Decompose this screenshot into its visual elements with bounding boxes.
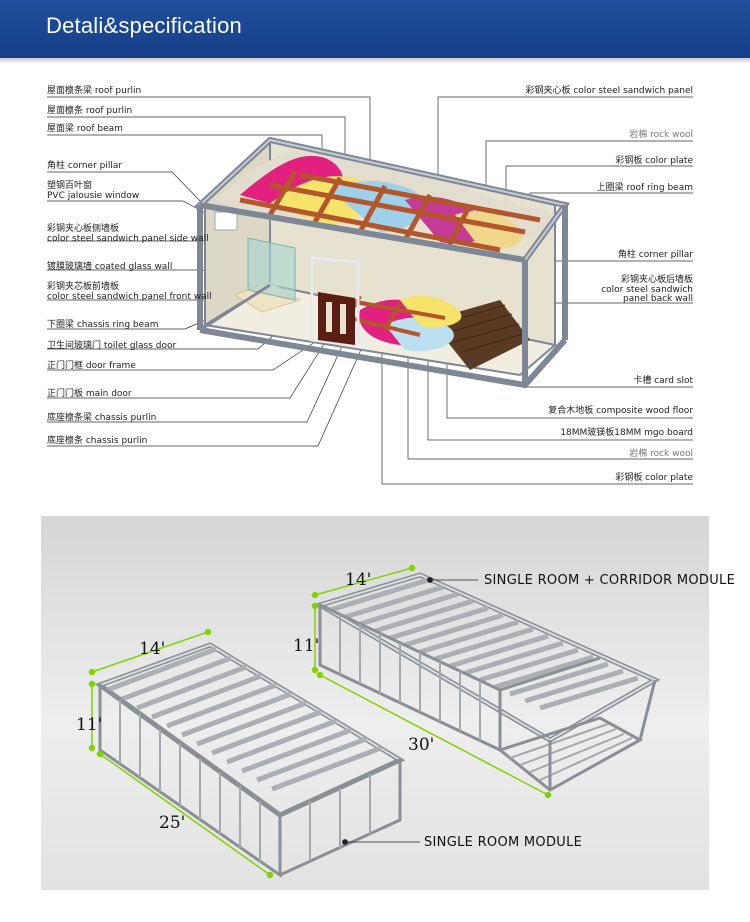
label-back-wall-2: panel back wall xyxy=(623,294,693,304)
label-chassis-ring-beam: 下圈梁 chassis ring beam xyxy=(47,320,159,330)
label-side-wall-cn: 彩钢夹心板侧墙板 xyxy=(47,224,120,234)
banner-shadow xyxy=(0,58,750,64)
label-composite-wood-floor: 复合木地板 composite wood floor xyxy=(548,406,693,416)
label-mgo-board: 18MM玻镁板18MM mgo board xyxy=(560,428,693,438)
label-jalousie-window-cn: 塑钢百叶窗 xyxy=(47,181,93,191)
container-body xyxy=(193,136,571,389)
label-toilet-glass-door: 卫生间玻璃门 toilet glass door xyxy=(47,341,177,351)
right-length-dimension: 30' xyxy=(408,735,435,755)
single-room-module-label: SINGLE ROOM MODULE xyxy=(424,835,583,850)
label-sandwich-panel: 彩钢夹心板 color steel sandwich panel xyxy=(525,86,693,96)
label-back-wall-cn: 彩钢夹心板后墙板 xyxy=(620,275,693,285)
label-front-wall: color steel sandwich panel front wall xyxy=(47,292,212,302)
left-height-dimension: 11' xyxy=(76,715,103,735)
label-front-wall-cn: 彩钢夹芯板前墙板 xyxy=(47,282,120,292)
left-width-dimension: 14' xyxy=(139,639,166,659)
label-rock-wool-top: 岩棉 rock wool xyxy=(629,130,693,140)
page-title: Detali&specification xyxy=(46,13,242,38)
header-banner: Detali&specification xyxy=(0,0,750,58)
label-corner-pillar-left: 角柱 corner pillar xyxy=(47,161,123,171)
label-coated-glass-wall: 镀膜玻璃墙 coated glass wall xyxy=(47,262,173,272)
label-color-plate-top: 彩钢板 color plate xyxy=(615,156,693,166)
label-roof-ring-beam: 上圈梁 roof ring beam xyxy=(596,183,693,193)
container-diagram xyxy=(47,96,693,485)
label-color-plate-bottom: 彩钢板 color plate xyxy=(615,473,693,483)
single-room-frame xyxy=(88,628,420,879)
label-chassis-purlin: 底座檩条 chassis purlin xyxy=(47,436,148,446)
label-roof-purlin-beam: 屋面檩条梁 roof purlin xyxy=(47,86,142,96)
label-back-wall-1: color steel sandwich xyxy=(601,285,693,295)
label-door-frame: 正门门框 door frame xyxy=(47,361,136,371)
label-jalousie-window: PVC jalousie window xyxy=(47,191,140,201)
corridor-module-label: SINGLE ROOM + CORRIDOR MODULE xyxy=(484,573,736,588)
right-height-dimension: 11' xyxy=(293,636,320,656)
label-main-door: 正门门板 main door xyxy=(47,389,132,399)
label-roof-purlin: 屋面檩条 roof purlin xyxy=(47,106,133,116)
label-roof-beam: 屋面梁 roof beam xyxy=(47,124,123,134)
label-rock-wool-bottom: 岩棉 rock wool xyxy=(629,449,693,459)
label-side-wall: color steel sandwich panel side wall xyxy=(47,234,209,244)
label-chassis-purlin-beam: 底座檩条梁 chassis purlin xyxy=(47,413,157,423)
corridor-frame xyxy=(311,564,661,799)
label-corner-pillar-right: 角柱 corner pillar xyxy=(617,250,693,260)
label-card-slot: 卡槽 card slot xyxy=(633,376,693,386)
right-width-dimension: 14' xyxy=(345,570,372,590)
left-length-dimension: 25' xyxy=(159,813,186,833)
